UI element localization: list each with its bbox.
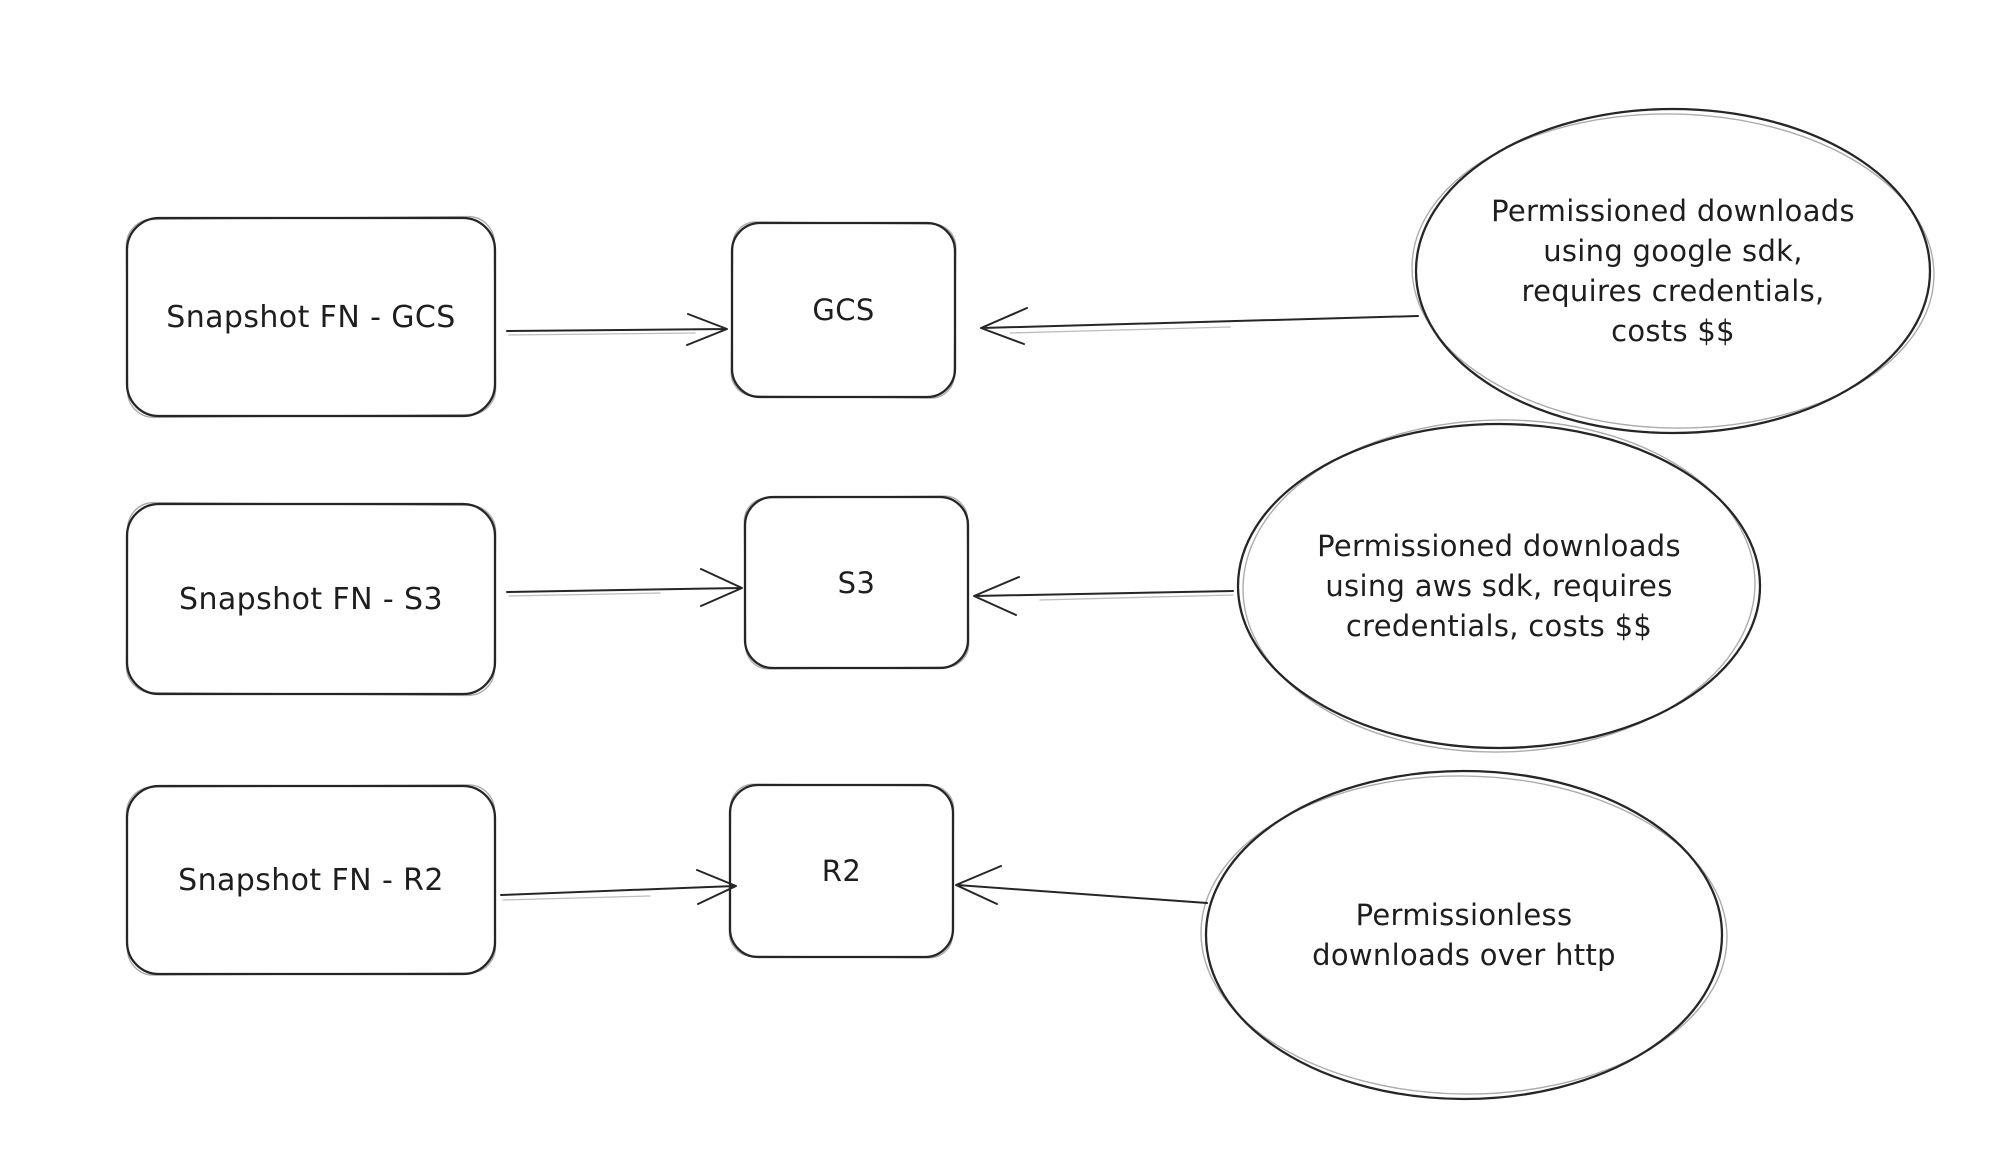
note-line: requires credentials, xyxy=(1521,274,1825,308)
note-ellipse-r2-outline xyxy=(1204,769,1724,1101)
note-ellipse-gcs-outline xyxy=(1414,107,1932,435)
note-ellipse-s3-ghost xyxy=(1242,419,1756,753)
arrow-gcs-source-to-target xyxy=(506,313,728,346)
note-s3-text: Permissioned downloads using aws sdk, re… xyxy=(1259,424,1739,748)
note-r2-text: Permissionless downloads over http xyxy=(1224,771,1704,1099)
note-ellipse-gcs-ghost xyxy=(1411,113,1935,429)
note-gcs-text: Permissioned downloads using google sdk,… xyxy=(1443,112,1903,430)
note-line: credentials, costs $$ xyxy=(1345,609,1653,643)
note-line: Permissioned downloads xyxy=(1317,529,1681,563)
arrow-gcs-note-to-target-ghost xyxy=(1009,326,1231,334)
arrow-gcs-note-to-target xyxy=(980,307,1419,345)
target-node-r2-outline xyxy=(728,783,955,959)
note-ellipse-s3-outline xyxy=(1236,422,1762,750)
source-node-r2-label: Snapshot FN - R2 xyxy=(178,862,444,898)
source-node-r2-ghost xyxy=(125,784,497,976)
note-line: Permissionless xyxy=(1355,898,1573,932)
target-node-r2-label: R2 xyxy=(821,854,862,888)
source-node-s3-label: Snapshot FN - S3 xyxy=(179,581,443,617)
arrow-s3-source-to-target-ghost xyxy=(508,592,661,597)
note-ellipse-r2-ghost xyxy=(1200,775,1728,1095)
note-line: using aws sdk, requires xyxy=(1325,569,1673,603)
source-node-gcs-outline xyxy=(125,216,497,418)
arrow-s3-note-to-target xyxy=(973,576,1234,616)
arrow-gcs-source-to-target-ghost xyxy=(508,332,696,336)
target-node-s3-outline xyxy=(743,495,970,670)
target-node-gcs-label: GCS xyxy=(812,293,875,327)
note-line: downloads over http xyxy=(1312,938,1616,972)
target-node-s3-label: S3 xyxy=(837,565,876,600)
arrow-r2-source-to-target xyxy=(500,869,737,905)
target-node-s3-ghost xyxy=(743,495,970,670)
source-node-s3-outline xyxy=(125,502,497,696)
note-line: Permissioned downloads xyxy=(1491,194,1855,228)
arrow-s3-note-to-target-ghost xyxy=(1039,594,1234,601)
target-node-gcs-outline xyxy=(730,221,957,399)
arrow-s3-source-to-target xyxy=(506,568,743,607)
arrow-r2-source-to-target-ghost xyxy=(502,895,651,901)
source-node-s3-ghost xyxy=(125,501,497,697)
arrow-r2-note-to-target xyxy=(955,865,1208,905)
source-node-gcs-ghost xyxy=(125,215,497,419)
target-node-gcs-ghost xyxy=(730,221,957,399)
source-node-r2-outline xyxy=(125,784,497,976)
source-node-gcs-label: Snapshot FN - GCS xyxy=(166,299,456,335)
note-line: using google sdk, xyxy=(1543,234,1803,268)
target-node-r2-ghost xyxy=(728,783,955,959)
note-line: costs $$ xyxy=(1611,314,1735,348)
